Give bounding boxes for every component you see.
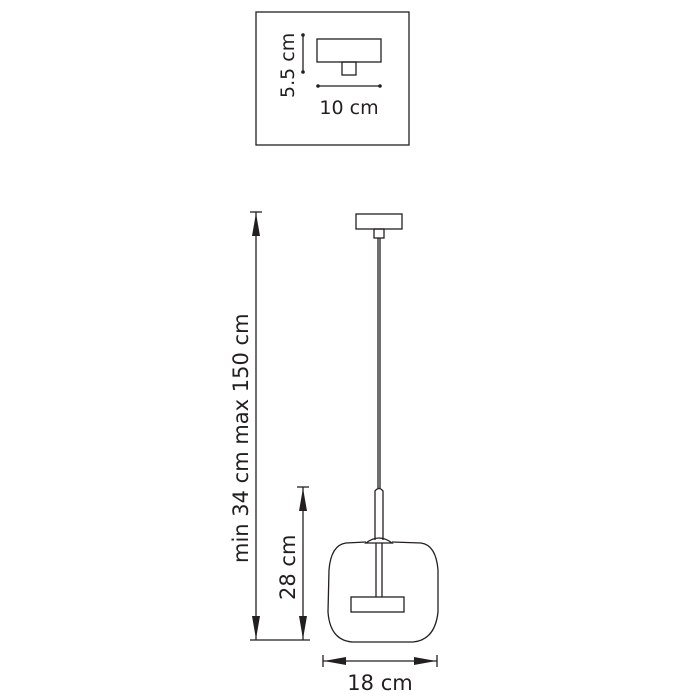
total-height-dimension: min 34 cm max 150 cm	[229, 211, 310, 641]
shade-collar	[364, 537, 394, 544]
glass-shade	[327, 541, 439, 643]
shade-width-label: 18 cm	[347, 671, 412, 695]
arrow-up-icon	[299, 488, 307, 511]
inset-frame	[255, 11, 410, 146]
canopy-inset: 5.5 cm 10 cm	[255, 11, 410, 146]
shade-height-dimension: 28 cm	[276, 486, 309, 640]
shade-width-dimension: 18 cm	[322, 655, 438, 695]
canopy-stem	[373, 228, 385, 239]
arrow-right-icon	[414, 657, 436, 665]
shade-height-label: 28 cm	[276, 535, 300, 600]
inset-width-label: 10 cm	[319, 97, 378, 119]
total-height-label: min 34 cm max 150 cm	[229, 313, 253, 563]
lamp-rod	[374, 487, 384, 540]
ceiling-canopy	[355, 213, 403, 230]
arrow-down-icon	[299, 616, 307, 639]
arrow-left-icon	[324, 657, 346, 665]
inset-canopy-body	[316, 38, 382, 63]
inset-canopy-stem	[341, 61, 357, 76]
inset-height-label: 5.5 cm	[277, 33, 299, 98]
arrow-down-icon	[252, 616, 260, 639]
arrow-up-icon	[252, 213, 260, 236]
led-plate	[350, 596, 405, 613]
pendant-lamp	[327, 213, 439, 643]
